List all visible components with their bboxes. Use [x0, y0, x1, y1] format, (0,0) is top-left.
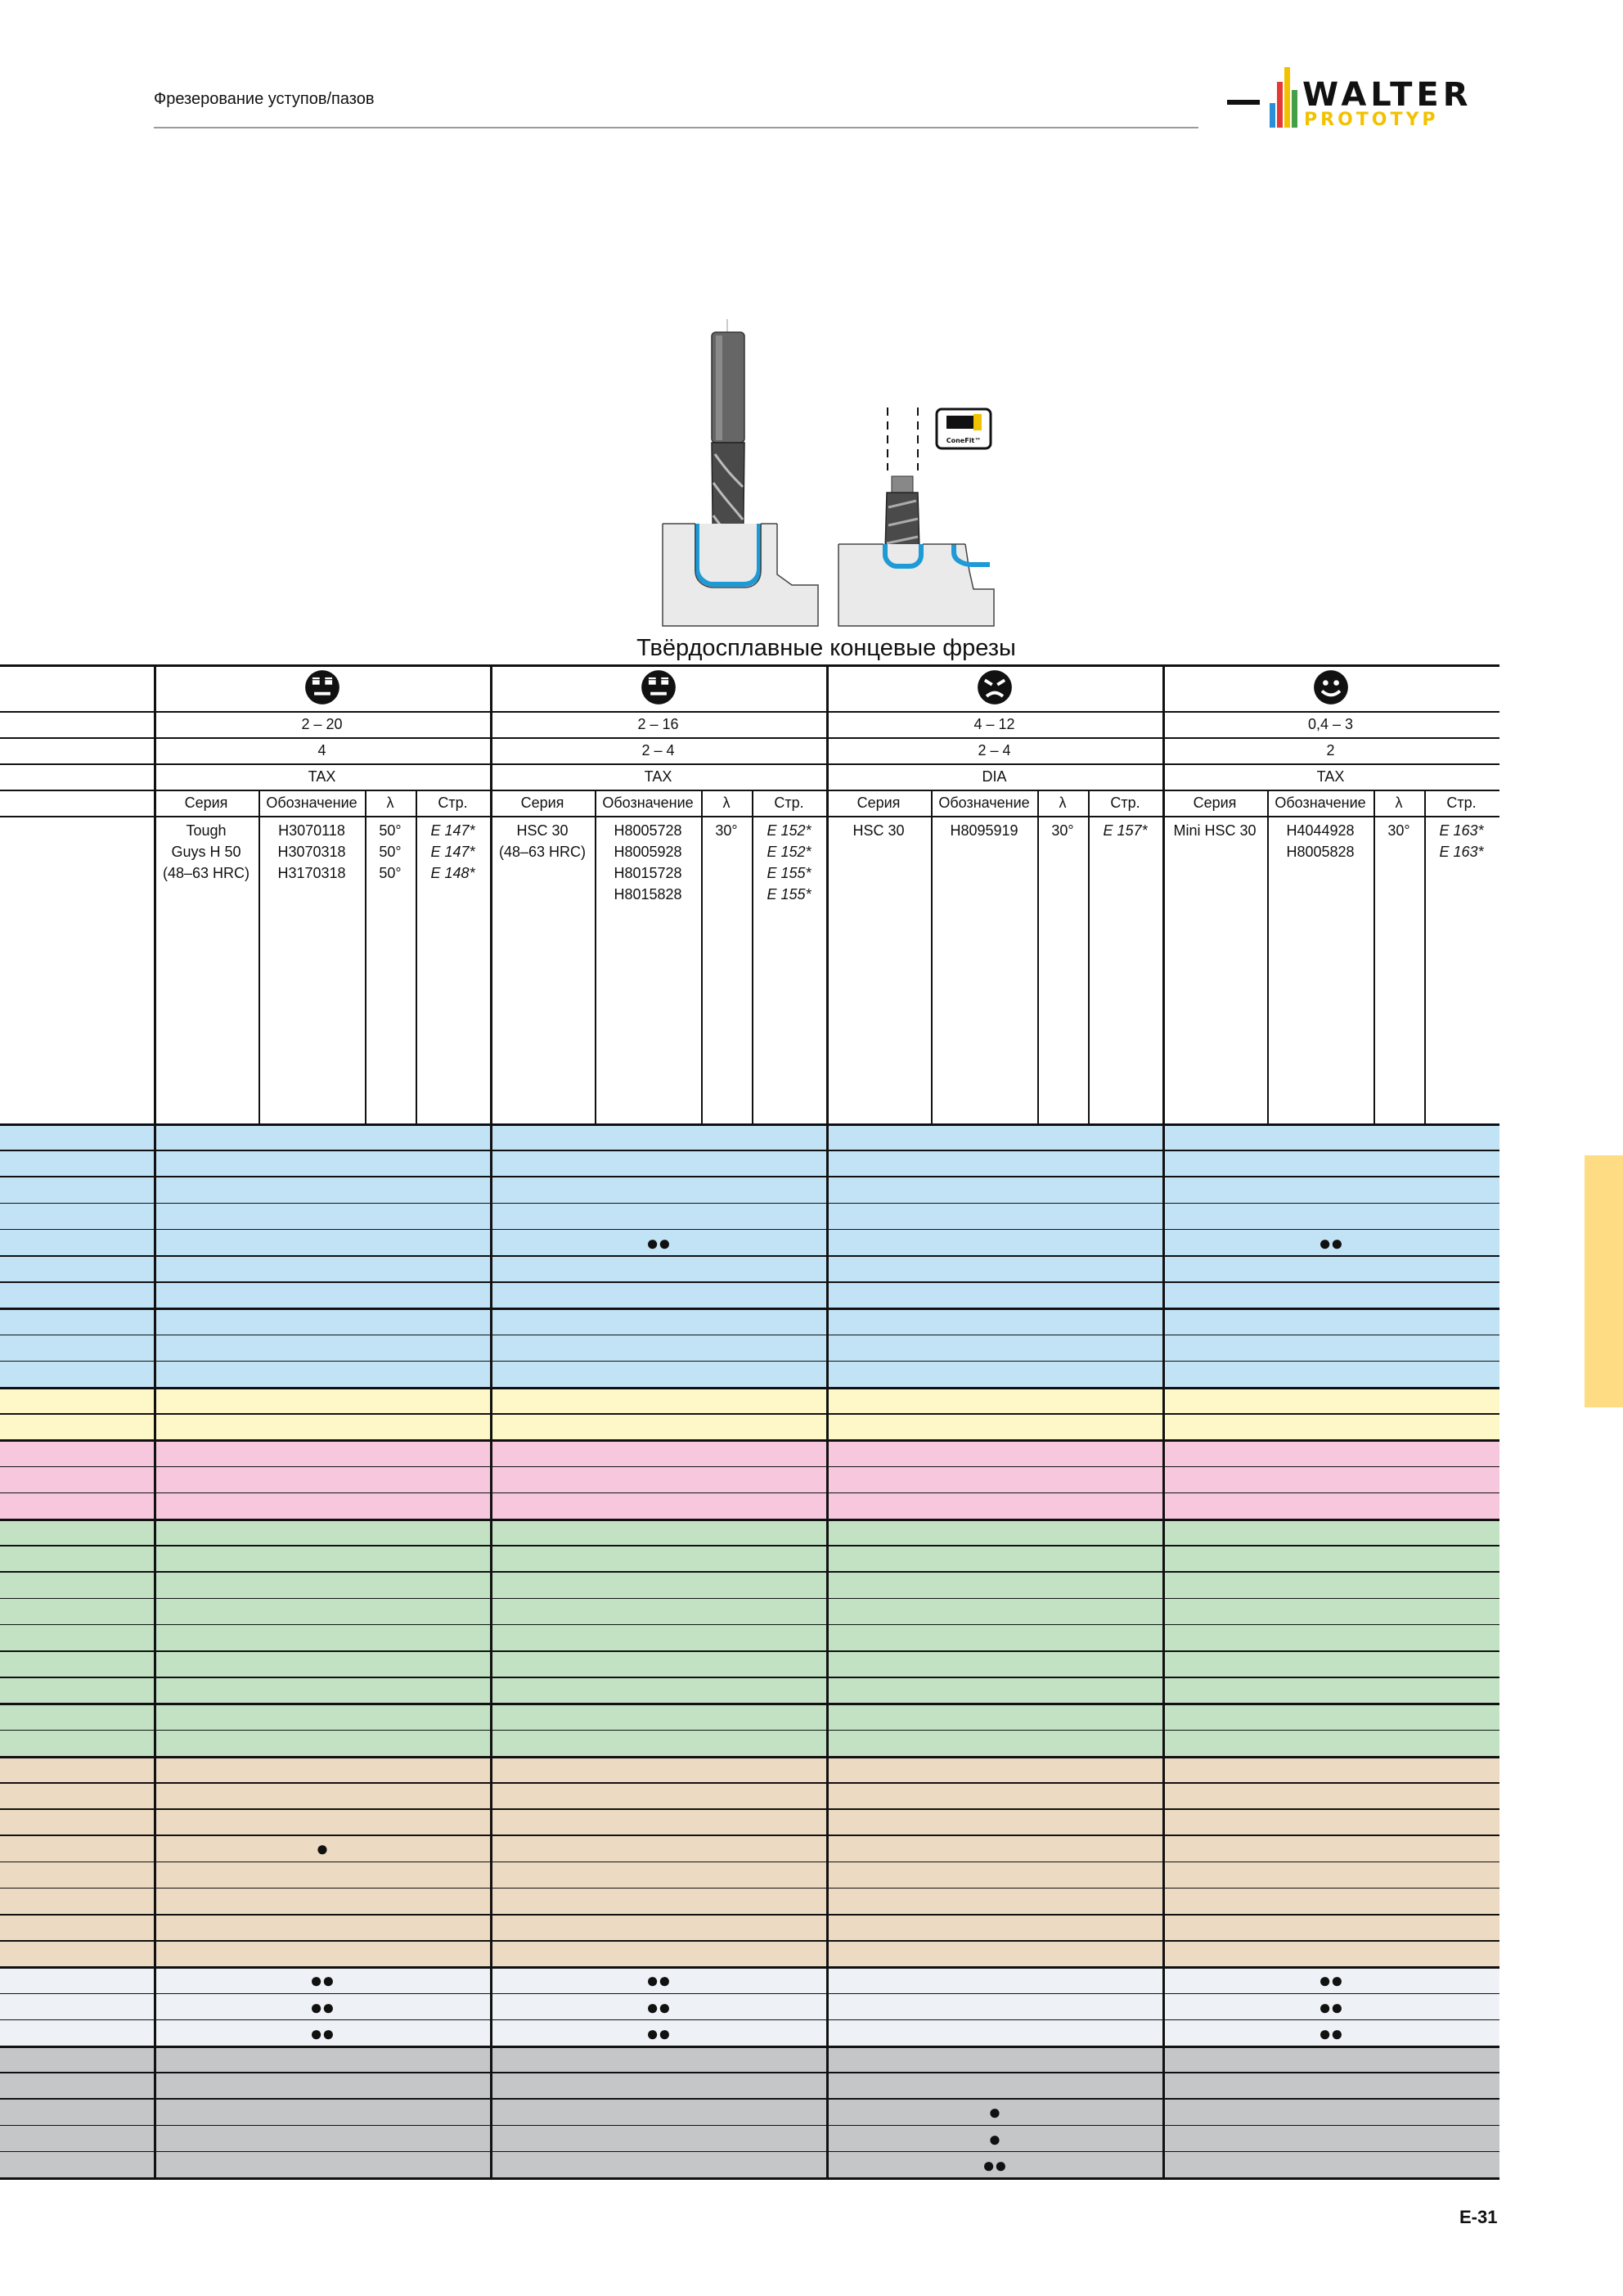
material-band-N — [0, 1519, 1499, 1757]
header-divider — [154, 127, 1198, 128]
chapter-side-tab — [1585, 1155, 1623, 1407]
column-header-designation: Обозначение — [602, 795, 694, 811]
column-header-series: Серия — [520, 795, 564, 811]
teeth-count: 2 – 4 — [978, 742, 1011, 759]
tool-catalog-pages: E 152* E 152* E 155* E 155* — [767, 822, 812, 903]
logo-word-walter: WALTER — [1302, 76, 1472, 114]
diameter-range: 2 – 16 — [637, 716, 679, 732]
tool-helix-angle: 30° — [1387, 822, 1410, 839]
suitability-dot: ●● — [645, 1968, 671, 1993]
conefit-badge-text: ConeFit™ — [946, 437, 982, 444]
tool-catalog-pages: E 157* — [1103, 822, 1148, 839]
material-band-K — [0, 1440, 1499, 1519]
tool-designations: H8005728 H8005928 H8015728 H8015828 — [614, 822, 682, 903]
tool-helix-angle: 50° 50° 50° — [379, 822, 402, 881]
tool-series: Mini HSC 30 — [1173, 822, 1257, 839]
material-band-S — [0, 1756, 1499, 1968]
suitability-dot: ●● — [1318, 1230, 1343, 1255]
material-band-H — [0, 1967, 1499, 2046]
material-band-P — [0, 1124, 1499, 1388]
suitability-dot: ●● — [309, 2020, 335, 2046]
material-band-O — [0, 2046, 1499, 2178]
suitability-dot: ● — [316, 1836, 329, 1862]
suitability-dot: ●● — [1318, 1968, 1343, 1993]
angry-face-icon — [977, 669, 1013, 709]
teeth-count: 2 – 4 — [641, 742, 675, 759]
column-header-lambda: λ — [386, 795, 394, 811]
suitability-dot: ●● — [982, 2152, 1007, 2177]
tool-designations: H8095919 — [950, 822, 1018, 839]
coating: DIA — [982, 768, 1007, 785]
coating: TAX — [644, 768, 672, 785]
diameter-range: 2 – 20 — [301, 716, 343, 732]
teeth-count: 2 — [1326, 742, 1335, 759]
suitability-dot: ●● — [1318, 2020, 1343, 2046]
column-header-designation: Обозначение — [266, 795, 357, 811]
smile-face-icon — [1313, 669, 1349, 709]
tool-series: Tough Guys H 50 (48–63 HRC) — [162, 822, 250, 881]
coating: TAX — [1316, 768, 1345, 785]
teeth-count: 4 — [317, 742, 326, 759]
tool-designations: H4044928 H8005828 — [1286, 822, 1355, 860]
tool-catalog-pages: E 147* E 147* E 148* — [430, 822, 475, 881]
milling-illustration: ConeFit™ — [662, 319, 995, 627]
section-title: Твёрдосплавные концевые фрезы — [636, 635, 1016, 661]
suitability-dot: ●● — [309, 1994, 335, 2019]
column-header-page: Стр. — [1110, 795, 1140, 811]
coating: TAX — [308, 768, 336, 785]
tool-catalog-pages: E 163* E 163* — [1439, 822, 1484, 860]
suitability-dot: ●● — [1318, 1994, 1343, 2019]
page-header-title: Фрезерование уступов/пазов — [154, 90, 375, 108]
suitability-dot: ●● — [645, 2020, 671, 2046]
suitability-dot: ●● — [309, 1968, 335, 1993]
column-header-page: Стр. — [438, 795, 468, 811]
material-band-M — [0, 1388, 1499, 1441]
column-header-designation: Обозначение — [938, 795, 1030, 811]
logo-word-prototyp: PROTOTYP — [1304, 110, 1439, 130]
tool-helix-angle: 30° — [715, 822, 738, 839]
neutral-face-icon — [304, 669, 340, 709]
column-header-lambda: λ — [1059, 795, 1067, 811]
column-header-lambda: λ — [1395, 795, 1403, 811]
column-header-series: Серия — [184, 795, 228, 811]
diameter-range: 4 – 12 — [973, 716, 1015, 732]
walter-prototyp-logo: WALTER PROTOTYP — [1227, 61, 1505, 134]
suitability-dot: ●● — [645, 1994, 671, 2019]
column-header-series: Серия — [856, 795, 901, 811]
diameter-range: 0,4 – 3 — [1307, 716, 1354, 732]
tool-designations: H3070118 H3070318 H3170318 — [277, 822, 346, 881]
column-header-lambda: λ — [722, 795, 731, 811]
suitability-dot: ●● — [645, 1230, 671, 1255]
column-header-page: Стр. — [1446, 795, 1477, 811]
neutral-face-icon — [641, 669, 677, 709]
column-header-designation: Обозначение — [1275, 795, 1366, 811]
suitability-dot: ● — [988, 2126, 1001, 2151]
tool-helix-angle: 30° — [1051, 822, 1074, 839]
page-number: E-31 — [1459, 2207, 1498, 2227]
column-header-page: Стр. — [774, 795, 804, 811]
tool-series: HSC 30 — [852, 822, 905, 839]
column-header-series: Серия — [1193, 795, 1237, 811]
logo-dash — [1227, 100, 1260, 105]
tool-series: HSC 30 (48–63 HRC) — [498, 822, 587, 860]
suitability-dot: ● — [988, 2100, 1001, 2125]
